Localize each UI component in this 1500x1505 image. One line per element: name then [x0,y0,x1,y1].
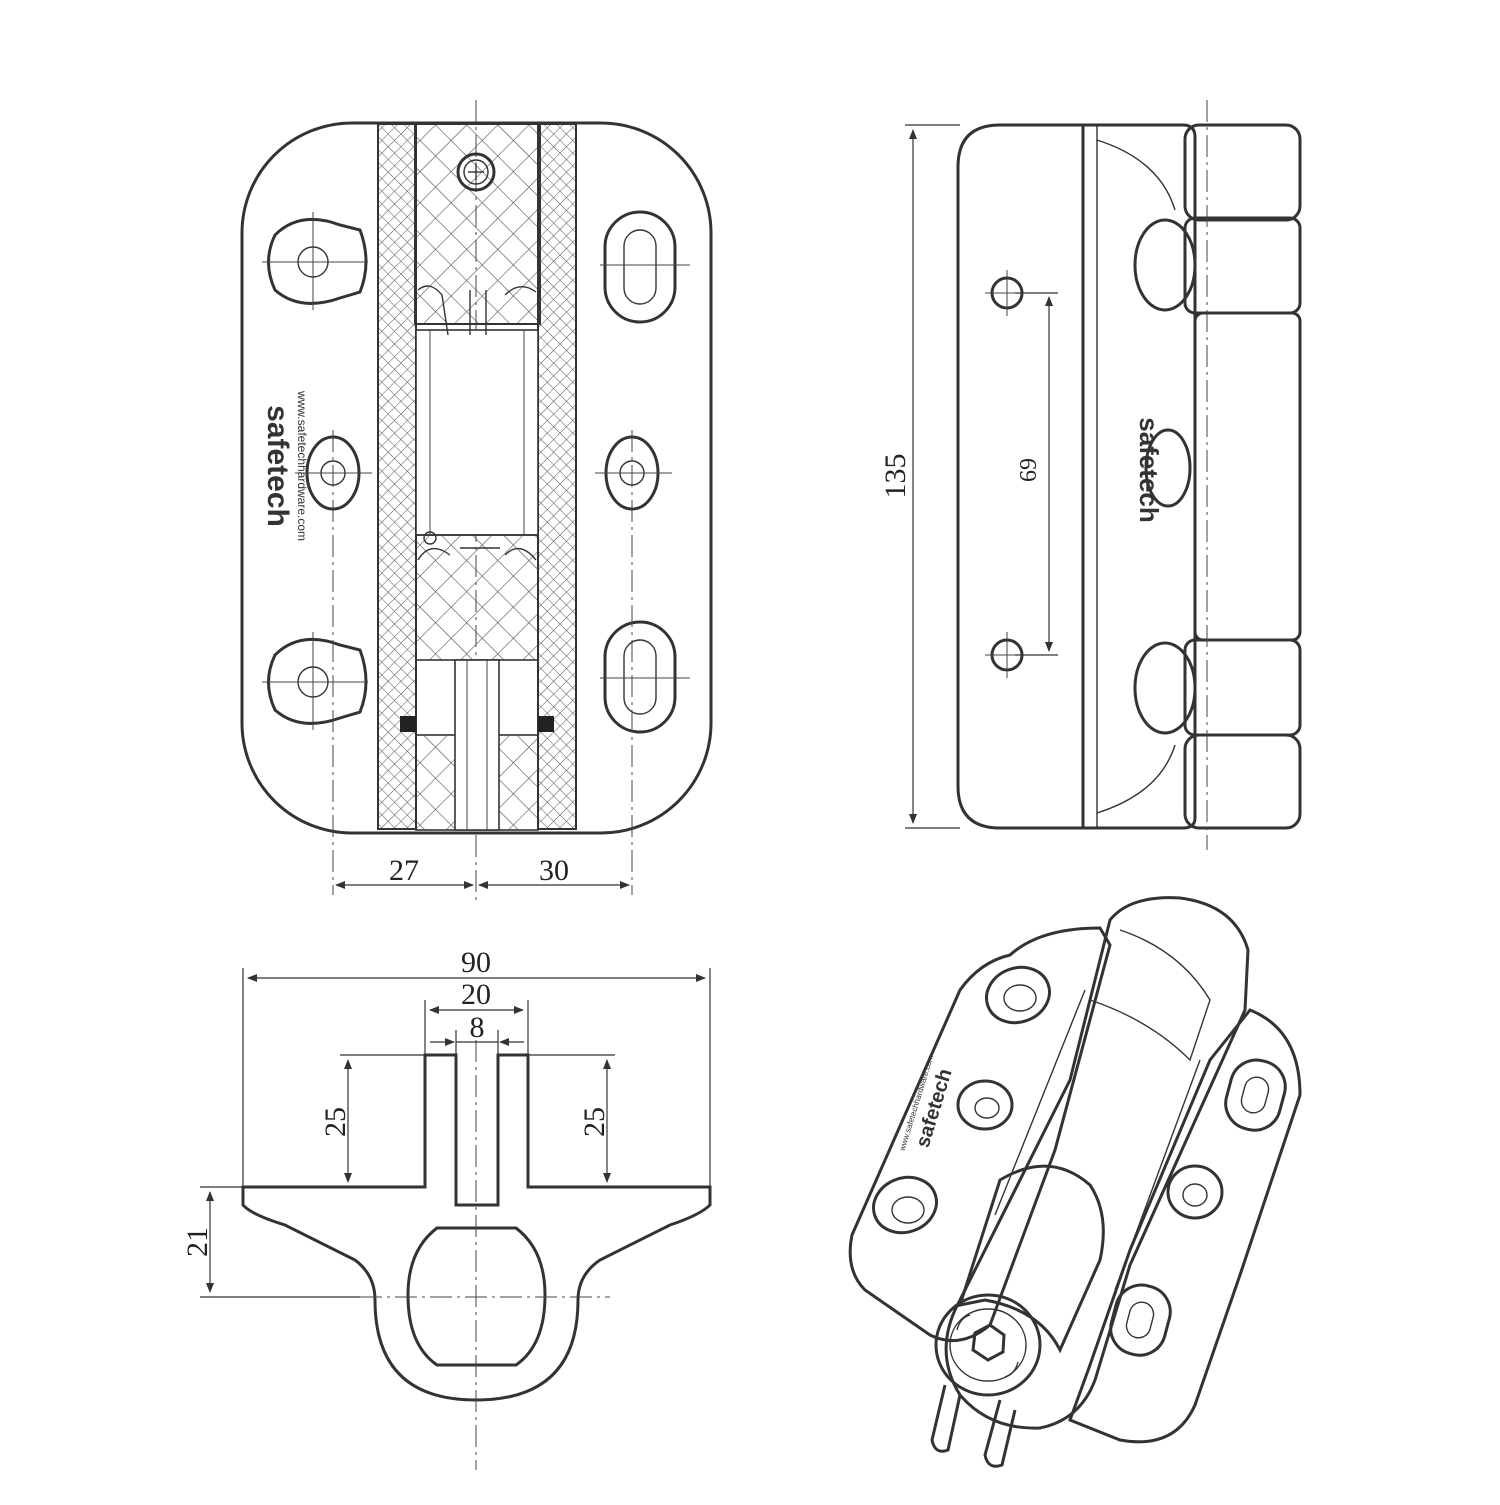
side-brand-text: safetech [1134,417,1164,523]
seal-left [400,716,416,732]
iso-hole-right-mid [1166,1164,1224,1220]
front-bottom-dimensions: 27 30 [335,854,630,889]
front-slot-bottom-right [600,620,690,734]
side-hole-spacing-dimension: 69 [1015,292,1058,656]
side-view: safetech 135 69 [879,100,1302,850]
side-leaf-outline [956,123,1197,830]
barrel-inner-cavity [415,329,539,536]
dim-21-label: 21 [181,1227,214,1257]
isometric-view: safetech www.safetechhardware.com [848,896,1302,1468]
dim-8-label: 8 [470,1011,485,1044]
iso-hole-right-top [1224,1058,1287,1132]
dim-25-right-label: 25 [578,1107,611,1137]
end-dim-8: 8 [430,1011,524,1055]
dim-27-label: 27 [389,854,419,887]
barrel-right-wall [537,123,577,830]
seal-right [538,716,554,732]
end-dim-20: 20 [424,978,529,1055]
iso-barrel-body [944,896,1250,1430]
end-profile-outline [241,1053,712,1402]
dim-30-label: 30 [539,854,569,887]
front-hole-mid-right [595,435,672,511]
barrel-section [377,123,577,831]
front-hole-top-left [262,212,368,310]
dim-20-label: 20 [461,978,491,1011]
side-knuckle-lobes [1133,218,1197,735]
end-view: 90 20 8 25 25 [181,946,712,1470]
side-height-dimension: 135 [879,124,960,829]
iso-lower-knuckle [957,1164,1105,1354]
front-brand-text: safetech [261,405,294,527]
front-hole-bottom-left [262,632,368,730]
end-dim-25-right: 25 [528,1054,615,1183]
iso-pins [930,1384,1017,1468]
iso-leaf-left [848,926,1112,1343]
iso-leaf-right [1068,1008,1302,1444]
end-dim-90: 90 [242,946,711,1187]
front-slot-top-right [600,210,690,324]
front-url-text: www.safetechhardware.com [295,390,309,541]
front-section-view: safetech www.safetechhardware.com 27 30 [240,100,713,900]
shaft-insert [454,659,500,831]
dim-135-label: 135 [879,454,912,499]
adjust-screw-icon [456,152,496,192]
dim-69-label: 69 [1016,458,1042,482]
side-knuckle-column [1183,123,1302,830]
dim-90-label: 90 [461,946,491,979]
barrel-lower-core [415,534,539,661]
end-dim-21: 21 [181,1186,360,1298]
iso-hole-left-top [985,965,1051,1025]
iso-hole-left-mid [956,1079,1014,1131]
iso-end-cap-icon [934,1293,1042,1397]
iso-hole-left-bottom [872,1175,938,1235]
iso-hole-right-bottom [1109,1283,1172,1357]
end-dim-25-left: 25 [319,1054,425,1183]
dim-25-left-label: 25 [319,1107,352,1137]
end-bore [406,1226,547,1367]
